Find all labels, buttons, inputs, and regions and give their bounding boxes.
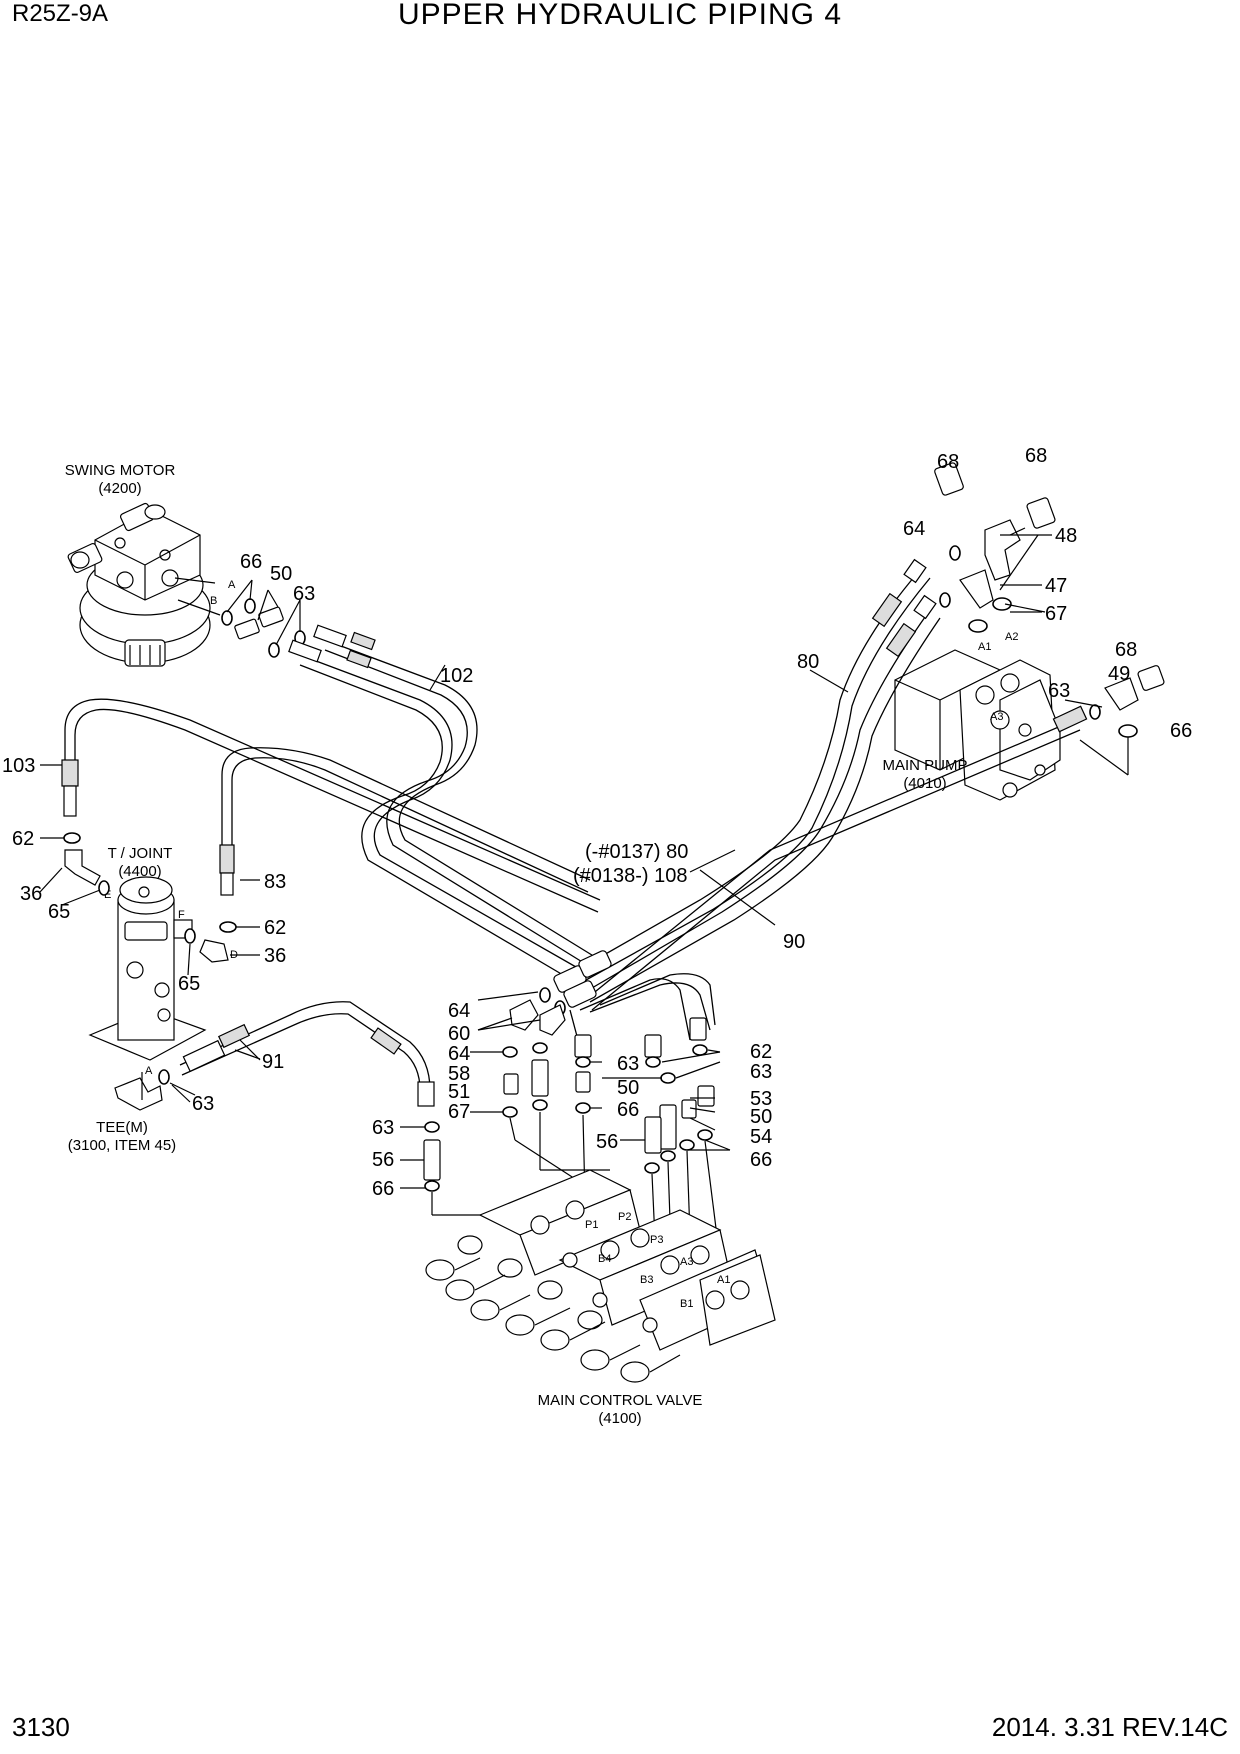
port-label-b3: B3: [640, 1274, 653, 1286]
port-label-p1: P1: [585, 1219, 598, 1231]
callout-68: 68: [1025, 445, 1047, 467]
callout-56: 56: [596, 1131, 618, 1153]
callout-63: 63: [192, 1093, 214, 1115]
callout-54: 54: [750, 1126, 772, 1148]
center-fittings: [470, 950, 612, 1196]
valve-inlet-fittings: [569, 973, 731, 1261]
callout-36: 36: [264, 945, 286, 967]
main-control-valve-drawing: P1 P2 P3 B4 B3 A3 B1 A1: [425, 1169, 776, 1383]
swing-motor-name: SWING MOTOR: [65, 462, 176, 479]
tee-name: TEE(M): [96, 1119, 148, 1136]
t-joint-drawing: E F: [88, 876, 207, 1061]
callout-66: 66: [750, 1149, 772, 1171]
hose-90: [584, 705, 1088, 1011]
port-label-a3-pump: A3: [990, 711, 1003, 723]
callout-63: 63: [1048, 680, 1070, 702]
callout-103: 103: [2, 755, 35, 777]
callout-67: 67: [448, 1101, 470, 1123]
callout-66: 66: [372, 1178, 394, 1200]
port-label-tee-a: A: [145, 1065, 153, 1077]
port-label-f: F: [178, 909, 185, 921]
model-code: R25Z-9A: [12, 0, 109, 27]
callout-63: 63: [617, 1053, 639, 1075]
hose-83: [219, 747, 591, 896]
port-label-a: A: [228, 579, 236, 591]
port-label-b1: B1: [680, 1298, 693, 1310]
callout-83: 83: [264, 871, 286, 893]
callout-49: 49: [1108, 663, 1130, 685]
callout-63: 63: [293, 583, 315, 605]
callout-50: 50: [270, 563, 292, 585]
hose-103: [40, 698, 601, 913]
tee-fitting: A: [114, 1065, 196, 1111]
hose-102: [288, 624, 601, 986]
port-label-a3-mcv: A3: [680, 1256, 693, 1268]
port-label-a1-mcv: A1: [717, 1274, 730, 1286]
callout-62: 62: [12, 828, 34, 850]
callout-102: 102: [440, 665, 473, 687]
callout-65: 65: [178, 973, 200, 995]
callout-50: 50: [750, 1106, 772, 1128]
callout-63: 63: [372, 1117, 394, 1139]
port-label-b: B: [210, 595, 217, 607]
main-pump-name: MAIN PUMP: [882, 757, 967, 774]
callout-53: 53: [750, 1088, 772, 1110]
callout-62: 62: [264, 917, 286, 939]
swing-motor-fittings: [221, 579, 306, 658]
tee-ref: (3100, ITEM 45): [68, 1137, 176, 1154]
t-joint-ref: (4400): [118, 863, 161, 880]
callout-36: 36: [20, 883, 42, 905]
port-label-b4: B4: [598, 1253, 611, 1265]
callout-50: 50: [617, 1077, 639, 1099]
callout-leaders: [171, 534, 1052, 1103]
page-number: 3130: [12, 1712, 70, 1742]
callout-90: 90: [783, 931, 805, 953]
hose-80-108: [559, 558, 941, 1003]
port-label-p3: P3: [650, 1234, 663, 1246]
swing-motor-ref: (4200): [98, 480, 141, 497]
callout-48: 48: [1055, 525, 1077, 547]
callout-68: 68: [1115, 639, 1137, 661]
revision-date: 2014. 3.31 REV.14C: [991, 1712, 1228, 1742]
hose-91: [179, 1001, 435, 1107]
main-pump-drawing: A1 A2 A3: [894, 631, 1061, 801]
callout-91: 91: [262, 1051, 284, 1073]
callout-80: 80: [797, 651, 819, 673]
callout-65: 65: [48, 901, 70, 923]
callout-47: 47: [1045, 575, 1067, 597]
callouts: 68 68 64 48 47 67 80 68 49 63 66 66 50 6…: [2, 445, 1192, 1200]
callout-64: 64: [448, 1043, 470, 1065]
port-label-e: E: [104, 889, 111, 901]
main-pump-fittings: [934, 462, 1165, 776]
port-label-a1-pump: A1: [978, 641, 991, 653]
mcv-name: MAIN CONTROL VALVE: [538, 1392, 703, 1409]
callout-62: 62: [750, 1041, 772, 1063]
port-label-a2: A2: [1005, 631, 1018, 643]
swing-motor-drawing: A B: [67, 502, 236, 667]
callout-66: 66: [240, 551, 262, 573]
callout-66: 66: [617, 1099, 639, 1121]
t-joint-fittings: D: [39, 832, 260, 976]
mcv-ref: (4100): [598, 1410, 641, 1427]
callout-108: (#0138-) 108: [573, 865, 688, 887]
callout-67: 67: [1045, 603, 1067, 625]
t-joint-name: T / JOINT: [108, 845, 173, 862]
callout-64: 64: [903, 518, 925, 540]
leader-80-108: [689, 849, 736, 873]
callout-80-early-serial: (-#0137) 80: [585, 841, 688, 863]
callout-51: 51: [448, 1081, 470, 1103]
callout-60: 60: [448, 1023, 470, 1045]
port-label-p2: P2: [618, 1211, 631, 1223]
callout-56: 56: [372, 1149, 394, 1171]
callout-64: 64: [448, 1000, 470, 1022]
callout-66: 66: [1170, 720, 1192, 742]
callout-68: 68: [937, 451, 959, 473]
callout-63: 63: [750, 1061, 772, 1083]
page-title: UPPER HYDRAULIC PIPING 4: [397, 0, 843, 31]
callout-58: 58: [448, 1063, 470, 1085]
